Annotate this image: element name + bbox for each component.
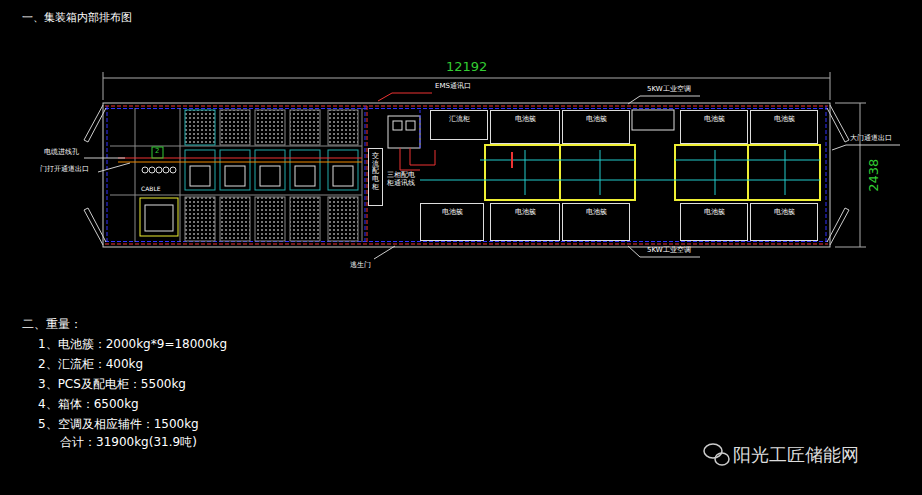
- container-walls: [105, 106, 828, 244]
- box-label: 电池簇: [681, 209, 747, 217]
- label: 电缆进线孔: [44, 149, 79, 157]
- rack-box: 电池簇: [562, 203, 630, 241]
- label: 2、汇流柜：400kg: [38, 358, 143, 371]
- rack-box: 电池簇: [680, 110, 748, 144]
- box-label: 电池簇: [751, 209, 817, 217]
- battery-frames: [420, 145, 820, 200]
- pcs-section: [110, 108, 362, 242]
- label: 阳光工匠储能网: [733, 445, 859, 465]
- dimension-lines: [103, 72, 866, 247]
- end-doors: [84, 105, 849, 245]
- label: 3、PCS及配电柜：5500kg: [38, 378, 186, 391]
- label: 5KW工业空调: [647, 86, 691, 94]
- box-label: 电池簇: [421, 209, 483, 217]
- label: 三相配电柜通讯线: [387, 172, 417, 187]
- label: 门打开通道出口: [40, 166, 89, 174]
- label: 逃生门: [350, 262, 371, 270]
- rack-box: 电池簇: [680, 203, 748, 241]
- rack-box: 电池簇: [420, 203, 484, 241]
- rack-box: 汇流柜: [430, 110, 488, 140]
- label: 2438: [867, 159, 881, 192]
- box-label: 电池簇: [563, 116, 629, 124]
- label: 5KW工业空调: [647, 247, 691, 255]
- rack-box: 电池簇: [750, 203, 818, 241]
- rack-box: 电池簇: [750, 110, 818, 144]
- box-label: 汇流柜: [431, 116, 487, 124]
- label: 1、电池簇：2000kg*9=18000kg: [38, 338, 227, 351]
- label: 二、重量：: [22, 318, 82, 331]
- box-label: 电池簇: [751, 116, 817, 124]
- label: 5、空调及相应辅件：1500kg: [38, 418, 199, 431]
- cabinet-box: 交流配电柜: [368, 148, 383, 206]
- wechat-icon: [704, 444, 729, 465]
- label: EMS通讯口: [434, 83, 472, 91]
- container-outline: [103, 103, 830, 247]
- label: 大门通道出口: [850, 135, 892, 143]
- label: CABLE: [140, 186, 162, 193]
- box-label: 电池簇: [491, 116, 559, 124]
- middle-section: [388, 110, 674, 170]
- box-label: 交流配电柜: [372, 153, 379, 191]
- box-label: 电池簇: [563, 209, 629, 217]
- box-label: 电池簇: [681, 116, 747, 124]
- rack-box: 电池簇: [562, 110, 630, 144]
- title: 一、集装箱内部排布图: [22, 12, 132, 24]
- leader-lines: [84, 93, 900, 259]
- label: 2: [155, 148, 159, 156]
- box-label: 电池簇: [491, 209, 559, 217]
- label: 4、箱体：6500kg: [38, 398, 139, 411]
- label: 12192: [446, 60, 487, 74]
- rack-box: 电池簇: [490, 110, 560, 144]
- label: 合计：31900kg(31.9吨): [60, 436, 197, 449]
- rack-box: 电池簇: [490, 203, 560, 241]
